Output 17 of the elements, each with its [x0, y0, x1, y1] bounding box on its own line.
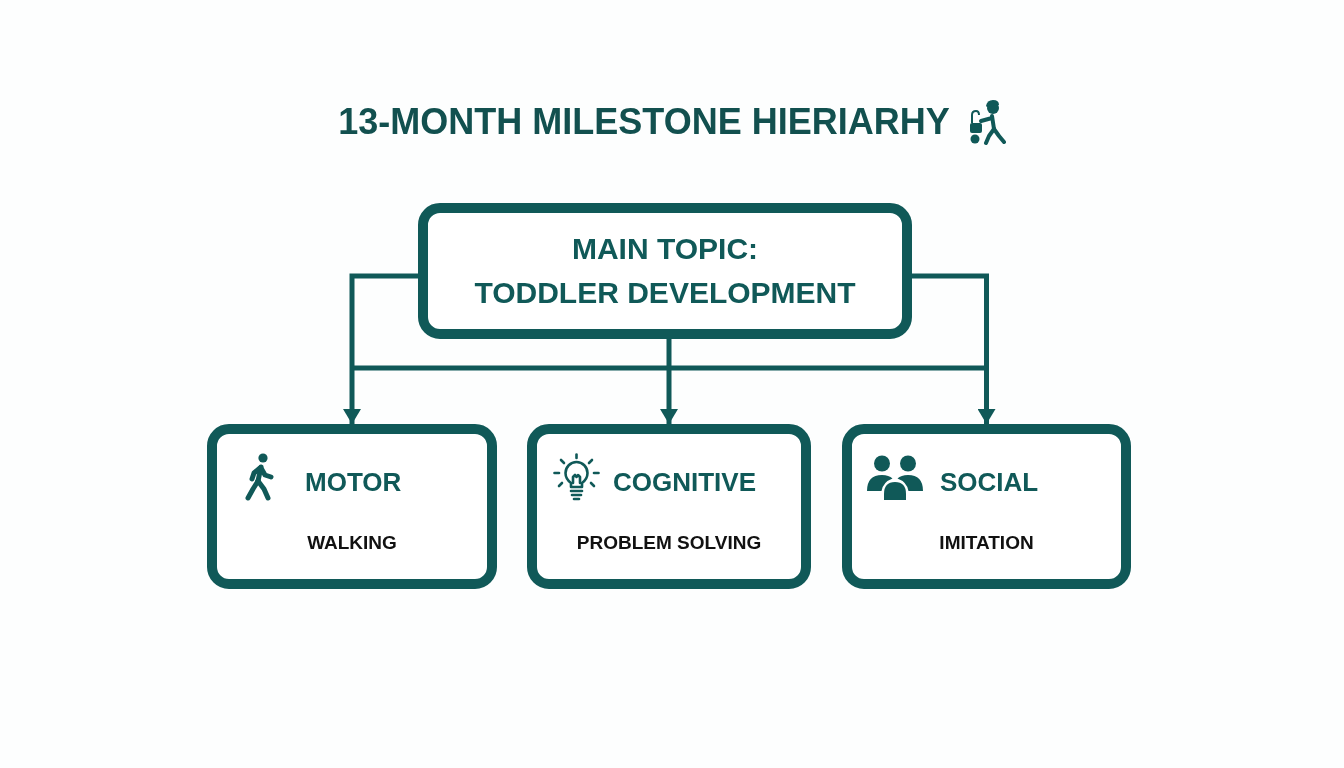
- branch-line: [352, 365, 987, 371]
- diagram-title: 13-MONTH MILESTONE HIERIARHY: [338, 100, 950, 144]
- category-box: [207, 424, 497, 589]
- milestone-text: PROBLEM SOLVING: [575, 532, 763, 554]
- topic-label: MAIN TOPIC:: [571, 231, 759, 267]
- arrow: [912, 273, 996, 424]
- topic-box: [418, 203, 912, 339]
- milestone-text: WALKING: [306, 532, 398, 554]
- arrow: [660, 339, 678, 424]
- category-box: [527, 424, 811, 589]
- milestone-text: IMITATION: [938, 532, 1035, 554]
- category-heading: SOCIAL: [940, 467, 1039, 497]
- category-box: [842, 424, 1131, 589]
- category-heading: COGNITIVE: [613, 467, 756, 497]
- category-heading: MOTOR: [305, 467, 402, 497]
- topic-text: TODDLER DEVELOPMENT: [474, 275, 856, 311]
- arrow: [343, 273, 418, 424]
